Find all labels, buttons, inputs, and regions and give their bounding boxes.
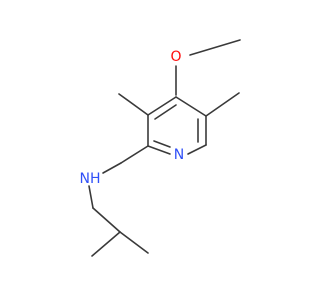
bond-ch-methyl-right [119, 231, 149, 254]
bond-n1-c2 [147, 145, 171, 155]
pyridine-nitrogen-label: N [174, 147, 184, 163]
structure-canvas: O N NH [80, 39, 241, 257]
bond-c3-c4-double [154, 104, 177, 120]
bond-methoxy-c-o [189, 39, 241, 56]
amine-nh-label: NH [80, 171, 101, 187]
bond-ch-methyl-left [91, 231, 121, 257]
oxygen-atom-label: O [170, 49, 181, 65]
bond-nh-ch2 [88, 185, 94, 209]
bond-n1-c2-double [153, 140, 171, 148]
bond-c3-c4 [147, 96, 177, 116]
bond-c5-methyl [205, 92, 240, 117]
bond-c6-n1 [187, 144, 207, 155]
molecule-drawing: O N NH [80, 39, 241, 257]
bond-ch2-ch [92, 207, 121, 233]
bond-c2-ch2 [120, 145, 149, 164]
bond-c3-methyl [118, 93, 149, 116]
bond-c4-c5 [175, 96, 207, 117]
bond-ch2-nh [102, 162, 122, 174]
